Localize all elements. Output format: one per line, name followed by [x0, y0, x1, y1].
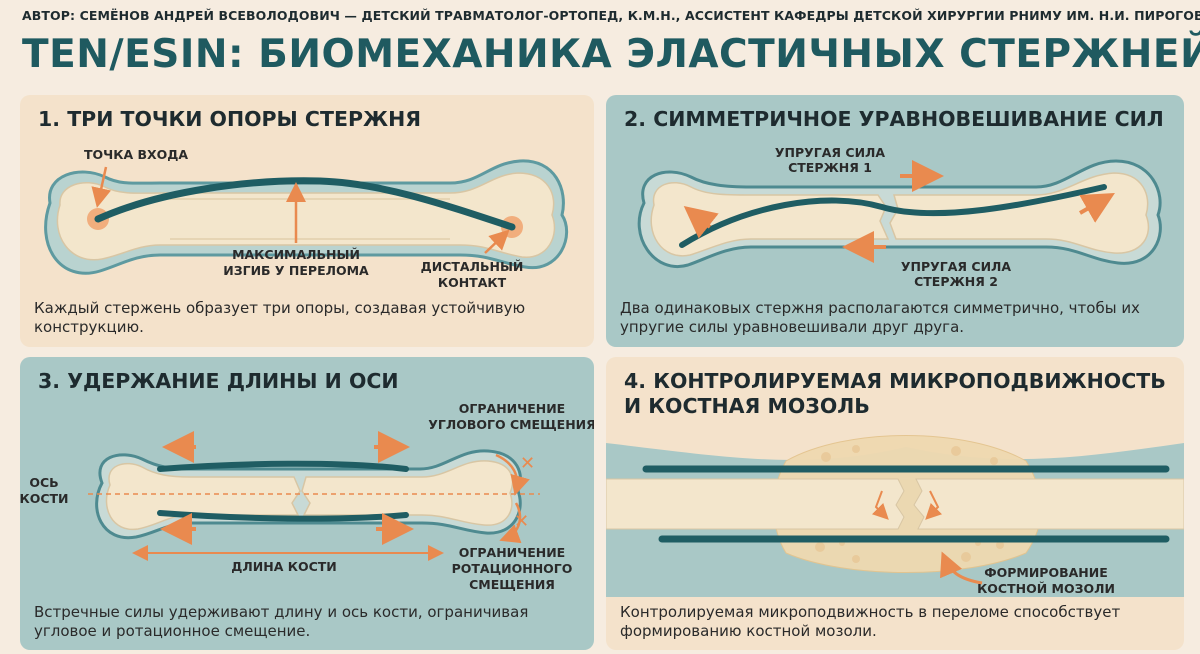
micromotion-arrow-right [925, 490, 943, 520]
panel-micromotion: 4. КОНТРОЛИРУЕМАЯ МИКРОПОДВИЖНОСТЬ И КОС… [606, 357, 1184, 650]
elastic-rod [94, 177, 516, 231]
page-title: TEN/ESIN: БИОМЕХАНИКА ЭЛАСТИЧНЫХ СТЕРЖНЕ… [22, 32, 1200, 77]
label-angular-2: УГЛОВОГО СМЕЩЕНИЯ [428, 417, 594, 432]
label-force2-1: УПРУГАЯ СИЛА [901, 259, 1012, 274]
distal-arrow [484, 229, 510, 254]
label-entry: ТОЧКА ВХОДА [84, 147, 188, 162]
panel-symmetric-forces: 2. СИММЕТРИЧНОЕ УРАВНОВЕШИВАНИЕ СИЛ УПРУ… [606, 95, 1184, 347]
panel-three-points: 1. ТРИ ТОЧКИ ОПОРЫ СТЕРЖНЯ ТОЧКА ВХОДА М… [20, 95, 594, 347]
rotation-restriction-arc [499, 502, 522, 544]
label-callus-1: ФОРМИРОВАНИЕ [984, 565, 1108, 580]
length-axis-diagram: ✕ ✕ ОСЬ КОСТИ ОГРАНИЧЕНИЕ УГЛОВОГО СМЕЩЕ… [20, 401, 594, 592]
panel-title-line-1: 4. КОНТРОЛИРУЕМАЯ МИКРОПОДВИЖНОСТЬ [624, 369, 1166, 393]
three-points-diagram: ТОЧКА ВХОДА МАКСИМАЛЬНЫЙ ИЗГИБ У ПЕРЕЛОМ… [44, 147, 569, 290]
angular-restriction-arc [495, 453, 530, 496]
panel-description: Встречные силы удерживают длину и ось ко… [34, 603, 529, 640]
bone-fragment-right [913, 478, 1184, 530]
label-max-bend-1: МАКСИМАЛЬНЫЙ [232, 247, 360, 262]
panel-description: Два одинаковых стержня располагаются сим… [620, 299, 1140, 336]
bone-fragment-right [301, 460, 514, 526]
panel-title: 3. УДЕРЖАНИЕ ДЛИНЫ И ОСИ [38, 369, 399, 393]
force-arrow-right [1079, 193, 1115, 223]
rod-top [157, 460, 409, 472]
label-callus-2: КОСТНОЙ МОЗОЛИ [977, 581, 1115, 596]
panel-title: 1. ТРИ ТОЧКИ ОПОРЫ СТЕРЖНЯ [38, 107, 422, 131]
rod-1 [679, 184, 1107, 248]
panel-title-line-2: И КОСТНАЯ МОЗОЛЬ [624, 394, 870, 418]
panel-description: Каждый стержень образует три опоры, созд… [34, 299, 526, 336]
callus-pointer-arrow [940, 551, 983, 585]
label-force2-2: СТЕРЖНЯ 2 [914, 274, 998, 289]
entry-arrow [91, 166, 112, 208]
force-arrow-left [683, 206, 719, 239]
label-length: ДЛИНА КОСТИ [231, 559, 336, 574]
label-distal-1: ДИСТАЛЬНЫЙ [421, 259, 524, 274]
panel-title: 4. КОНТРОЛИРУЕМАЯ МИКРОПОДВИЖНОСТЬ И КОС… [624, 369, 1166, 419]
label-axis-1: ОСЬ [29, 475, 58, 490]
symmetric-forces-diagram: УПРУГАЯ СИЛА СТЕРЖНЯ 1 УПРУГАЯ СИЛА СТЕР… [637, 145, 1162, 289]
label-max-bend-2: ИЗГИБ У ПЕРЕЛОМА [223, 263, 369, 278]
bone-fragment-left [606, 478, 905, 530]
label-rot-3: СМЕЩЕНИЯ [469, 577, 555, 592]
rotation-cross-icon: ✕ [514, 511, 529, 532]
label-rot-1: ОГРАНИЧЕНИЕ [459, 545, 565, 560]
label-rot-2: РОТАЦИОННОГО [452, 561, 573, 576]
author-line: АВТОР: СЕМЁНОВ АНДРЕЙ ВСЕВОЛОДОВИЧ — ДЕТ… [22, 8, 1200, 23]
label-axis-2: КОСТИ [20, 491, 69, 506]
angular-cross-icon: ✕ [520, 453, 535, 474]
micromotion-arrow-left [871, 490, 889, 520]
panel-description: Контролируемая микроподвижность в перело… [620, 603, 1121, 640]
bone-fragment-left [105, 462, 301, 531]
panel-length-axis: 3. УДЕРЖАНИЕ ДЛИНЫ И ОСИ ✕ ✕ ОСЬ КОСТИ [20, 357, 594, 650]
label-force1-1: УПРУГАЯ СИЛА [775, 145, 886, 160]
label-angular-1: ОГРАНИЧЕНИЕ [459, 401, 565, 416]
micromotion-diagram: ФОРМИРОВАНИЕ КОСТНОЙ МОЗОЛИ [606, 435, 1184, 597]
label-distal-2: КОНТАКТ [438, 275, 507, 290]
panel-title: 2. СИММЕТРИЧНОЕ УРАВНОВЕШИВАНИЕ СИЛ [624, 107, 1164, 131]
label-force1-2: СТЕРЖНЯ 1 [788, 160, 872, 175]
